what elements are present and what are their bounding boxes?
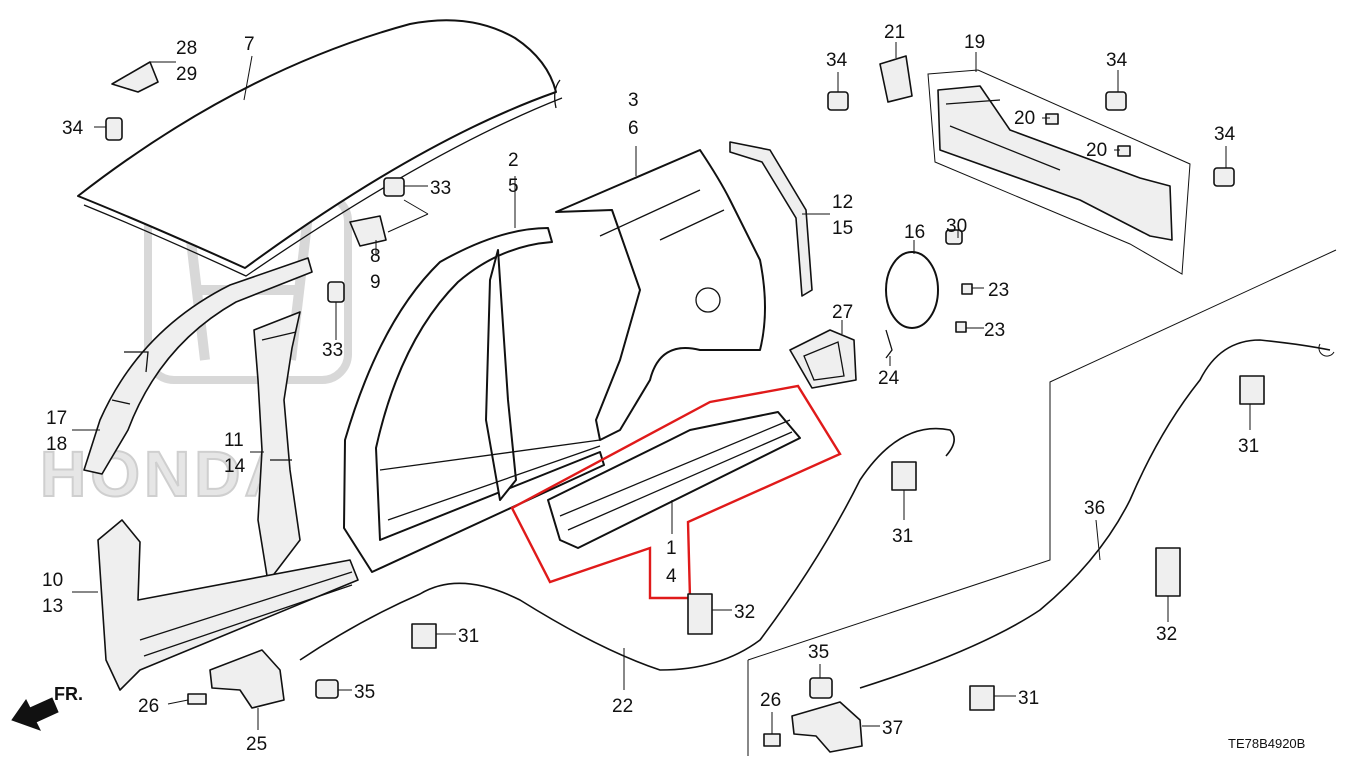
label-17: 17 bbox=[46, 408, 67, 429]
label-26: 26 bbox=[138, 696, 159, 717]
label-35: 35 bbox=[808, 642, 829, 663]
label-20: 20 bbox=[1014, 108, 1035, 129]
fuel-lid[interactable] bbox=[885, 251, 939, 329]
hardware[interactable] bbox=[105, 61, 1265, 753]
watermark-text: HONDA bbox=[40, 438, 295, 510]
label-16: 16 bbox=[904, 222, 925, 243]
spring-24[interactable] bbox=[885, 329, 893, 359]
front-pillar-inner[interactable] bbox=[83, 257, 313, 475]
label-34: 34 bbox=[1214, 124, 1236, 145]
label-5: 5 bbox=[508, 176, 519, 197]
front-indicator-label: FR. bbox=[54, 684, 83, 704]
side-panel-outer[interactable] bbox=[343, 227, 605, 573]
rear-inner-panel-group[interactable] bbox=[927, 69, 1191, 275]
label-31: 31 bbox=[458, 626, 479, 647]
label-34: 34 bbox=[62, 118, 84, 139]
label-24: 24 bbox=[878, 368, 900, 389]
label-31: 31 bbox=[1238, 436, 1259, 457]
sill-inner[interactable] bbox=[97, 519, 359, 691]
label-27: 27 bbox=[832, 302, 853, 323]
label-2: 2 bbox=[508, 150, 519, 171]
label-4: 4 bbox=[666, 566, 677, 587]
label-23: 23 bbox=[984, 320, 1005, 341]
label-36: 36 bbox=[1084, 498, 1105, 519]
label-31: 31 bbox=[1018, 688, 1039, 709]
label-32: 32 bbox=[1156, 624, 1177, 645]
roof-panel[interactable] bbox=[77, 19, 563, 277]
label-37: 37 bbox=[882, 718, 903, 739]
label-6: 6 bbox=[628, 118, 639, 139]
label-7: 7 bbox=[244, 34, 255, 55]
diagram-code: TE78B4920B bbox=[1228, 736, 1305, 751]
label-10: 10 bbox=[42, 570, 63, 591]
label-9: 9 bbox=[370, 272, 381, 293]
label-34: 34 bbox=[1106, 50, 1128, 71]
fuel-housing[interactable] bbox=[789, 329, 857, 389]
front-arrow-icon bbox=[11, 697, 59, 731]
label-12: 12 bbox=[832, 192, 853, 213]
rear-quarter-panel[interactable] bbox=[555, 149, 766, 441]
label-1: 1 bbox=[666, 538, 677, 559]
honda-watermark: HONDA bbox=[39, 191, 352, 511]
quarter-bracket[interactable] bbox=[729, 141, 813, 297]
label-14: 14 bbox=[224, 456, 246, 477]
label-31: 31 bbox=[892, 526, 913, 547]
side-sill-panel[interactable] bbox=[547, 411, 801, 549]
leader-lines bbox=[72, 42, 1251, 734]
label-28: 28 bbox=[176, 38, 197, 59]
label-32: 32 bbox=[734, 602, 755, 623]
callout-labels: 7 28 29 34 34 34 34 33 33 8 9 2 5 3 6 21… bbox=[42, 22, 1259, 755]
label-20: 20 bbox=[1086, 140, 1107, 161]
label-15: 15 bbox=[832, 218, 853, 239]
bracket-21[interactable] bbox=[879, 55, 913, 103]
label-3: 3 bbox=[628, 90, 639, 111]
label-26: 26 bbox=[760, 690, 781, 711]
label-22: 22 bbox=[612, 696, 633, 717]
label-21: 21 bbox=[884, 22, 905, 43]
front-direction-indicator: FR. bbox=[11, 684, 83, 731]
label-11: 11 bbox=[224, 430, 244, 451]
label-29: 29 bbox=[176, 64, 197, 85]
divider-lines bbox=[747, 249, 1337, 756]
label-23: 23 bbox=[988, 280, 1009, 301]
label-8: 8 bbox=[370, 246, 381, 267]
label-25: 25 bbox=[246, 734, 267, 755]
label-35: 35 bbox=[354, 682, 375, 703]
cables bbox=[299, 339, 1335, 689]
label-19: 19 bbox=[964, 32, 985, 53]
highlight-outline bbox=[510, 384, 842, 600]
label-34: 34 bbox=[826, 50, 848, 71]
label-18: 18 bbox=[46, 434, 67, 455]
center-pillar-inner[interactable] bbox=[253, 311, 301, 583]
label-33: 33 bbox=[322, 340, 343, 361]
label-30: 30 bbox=[946, 216, 967, 237]
label-33: 33 bbox=[430, 178, 451, 199]
label-13: 13 bbox=[42, 596, 63, 617]
